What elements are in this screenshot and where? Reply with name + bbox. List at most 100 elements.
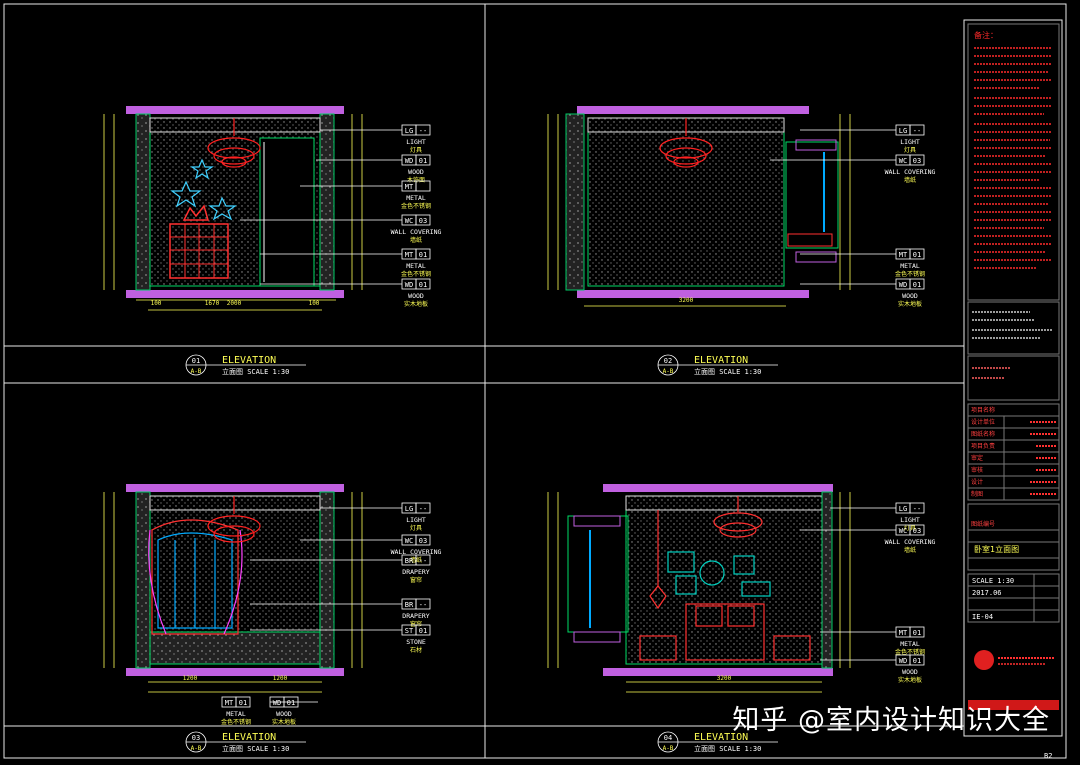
- tag-code: WD: [273, 699, 281, 707]
- tag-label: METAL: [226, 710, 246, 718]
- title-block-label: 设计单位: [971, 418, 995, 426]
- dimension-labels: 1200 1200: [183, 675, 288, 682]
- tag-code: WC: [899, 527, 907, 535]
- tag-number: --: [419, 127, 427, 135]
- tag-label: LIGHT: [406, 516, 426, 524]
- tag-code: MT: [405, 183, 414, 191]
- tag-label: 金色不锈钢: [221, 718, 251, 726]
- tag-label: METAL: [406, 194, 426, 202]
- tag-label: 金色不锈钢: [401, 202, 431, 210]
- title-block-label: 项目负责: [971, 442, 995, 450]
- title-block-label: 制图: [971, 490, 983, 498]
- tag-number: 01: [913, 629, 921, 637]
- title-block-values: [1030, 421, 1056, 495]
- tag-label: 石材: [410, 646, 422, 654]
- tag-number: 01: [913, 281, 921, 289]
- dimension-value: 1200: [183, 675, 198, 682]
- tag-label: 灯具: [410, 146, 422, 154]
- dimension-value: 1200: [273, 675, 288, 682]
- tag-label: LIGHT: [900, 138, 920, 146]
- tag-label: 木饰面: [407, 176, 425, 184]
- elevation-sub: A-B: [663, 368, 674, 375]
- company-logo-icon: [974, 650, 1054, 670]
- elevation-scale: 立面图 SCALE 1:30: [694, 367, 761, 376]
- sheet-scale: SCALE 1:30: [972, 577, 1014, 585]
- tag-label: 灯具: [904, 146, 916, 154]
- tag-code: BR: [405, 601, 414, 609]
- sheet-name: 卧室1立面图: [974, 544, 1019, 554]
- elevation-number: 03: [192, 734, 200, 742]
- tag-code: LG: [899, 505, 907, 513]
- elevation-number: 02: [664, 357, 672, 365]
- tag-number: 01: [419, 281, 427, 289]
- sheet-frame: [3, 3, 1067, 759]
- elevation-scale: 立面图 SCALE 1:30: [222, 367, 289, 376]
- tag-label: 金色不锈钢: [895, 270, 925, 278]
- tag-label: WOOD: [902, 668, 918, 676]
- tag-label: METAL: [406, 262, 426, 270]
- watermark-text: 知乎 @室内设计知识大全: [732, 705, 1050, 736]
- tag-number: 03: [419, 537, 427, 545]
- tag-label: 金色不锈钢: [401, 270, 431, 278]
- dimension-value: 100: [309, 300, 320, 307]
- tag-number: 01: [239, 699, 247, 707]
- title-block-label: 设计: [971, 478, 983, 486]
- elevation-scale: 立面图 SCALE 1:30: [694, 744, 761, 753]
- title-block-label: 图纸名称: [971, 430, 995, 438]
- tag-code: MT: [899, 251, 908, 259]
- elevation-number: 04: [664, 734, 672, 742]
- tag-number: --: [419, 601, 427, 609]
- dimension-value: 1670: [205, 300, 220, 307]
- tag-label: DRAPERY: [402, 612, 429, 620]
- title-block-label: 审核: [971, 466, 983, 474]
- tag-number: --: [913, 505, 921, 513]
- title-block-table: [967, 403, 1060, 623]
- dimension-value: 3200: [717, 675, 732, 682]
- tag-code: MT: [225, 699, 234, 707]
- tag-label: 墙纸: [904, 546, 916, 554]
- title-block-label: 审定: [971, 454, 983, 462]
- elevation-sub: A-B: [191, 745, 202, 752]
- elevation-title: ELEVATION: [694, 355, 748, 366]
- tag-code: BR: [405, 557, 414, 565]
- elevation-number: 01: [192, 357, 200, 365]
- tag-label: WALL COVERING: [885, 538, 936, 546]
- tag-label: 金色不锈钢: [895, 648, 925, 656]
- tag-number: 01: [419, 627, 427, 635]
- title-block-label: 图纸编号: [971, 520, 995, 528]
- dimension-value: 2000: [227, 300, 242, 307]
- tag-number: 01: [913, 657, 921, 665]
- tag-label: 实木地板: [898, 676, 922, 684]
- corner-mark: B2: [1044, 752, 1052, 760]
- elevation-title: ELEVATION: [694, 732, 748, 743]
- tag-code: LG: [405, 127, 413, 135]
- tag-number: 03: [913, 157, 921, 165]
- tag-label: 窗帘: [410, 620, 422, 628]
- tag-label: 实木地板: [898, 300, 922, 308]
- tag-code: WC: [899, 157, 907, 165]
- tag-label: WALL COVERING: [391, 548, 442, 556]
- dimension-labels: 3200: [717, 675, 732, 682]
- tag-number: 01: [419, 157, 427, 165]
